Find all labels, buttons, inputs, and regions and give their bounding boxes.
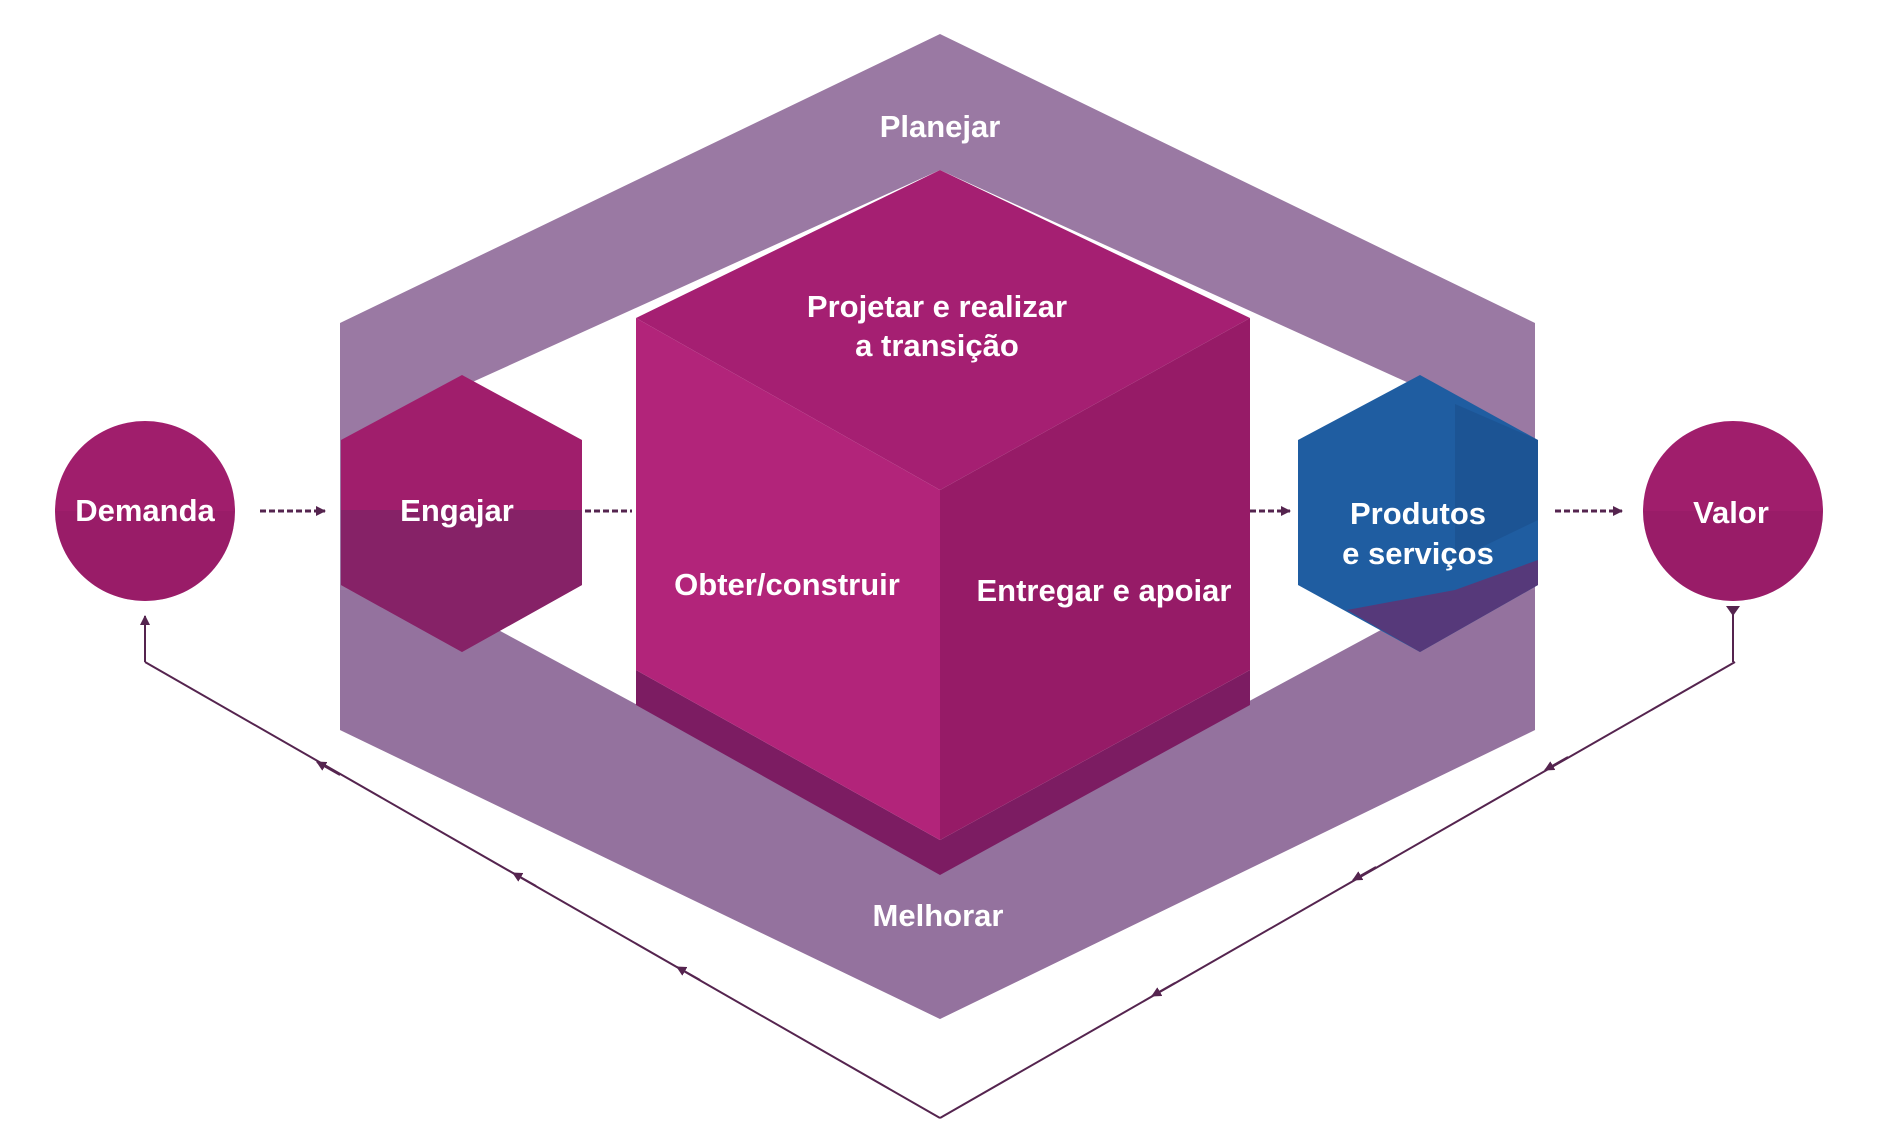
loop-arrow-6 [316,761,341,776]
loop-arrow-3 [1151,982,1176,997]
loop-arrow-5 [512,872,537,887]
demand-node [55,421,235,601]
demand-circle-shade [55,511,235,601]
value-circle-shade [1643,511,1823,601]
cube-right-face [940,318,1250,840]
products-label-line1: Produtos [1350,496,1486,531]
frame-ring [340,34,1535,1019]
engage-hexagon-lower-shade [341,510,582,652]
demand-label: Demanda [75,493,215,528]
feedback-loop [140,606,1740,1119]
cube-base-shadow [636,670,1250,875]
loop-line-left [144,661,941,1119]
products-label-line2: e serviços [1342,536,1494,571]
products-hexagon-lower-shade [1347,560,1538,652]
loop-arrow-1 [1544,756,1569,771]
value-circle [1643,421,1823,601]
central-cube [636,170,1250,875]
improve-label: Melhorar [873,898,1004,933]
engage-node [341,375,582,652]
value-down-arrowhead [1726,606,1740,616]
value-node [1643,421,1823,601]
plan-label: Planejar [880,109,1001,144]
loop-line-right [939,661,1736,1119]
engage-label: Engajar [400,493,514,528]
demand-circle [55,421,235,601]
products-node [1298,375,1538,652]
products-hexagon-frame-overlap [1455,404,1538,560]
deliver-support-label: Entregar e apoiar [977,573,1232,608]
value-label: Valor [1693,495,1769,530]
design-transition-label-line1: Projetar e realizar [807,289,1067,324]
loop-arrow-2 [1352,866,1377,881]
cube-top-face [636,170,1250,490]
obtain-build-label: Obter/construir [674,567,900,602]
design-transition-label-line2: a transição [855,328,1019,363]
loop-arrow-4 [676,966,701,981]
cube-left-face [636,318,940,840]
